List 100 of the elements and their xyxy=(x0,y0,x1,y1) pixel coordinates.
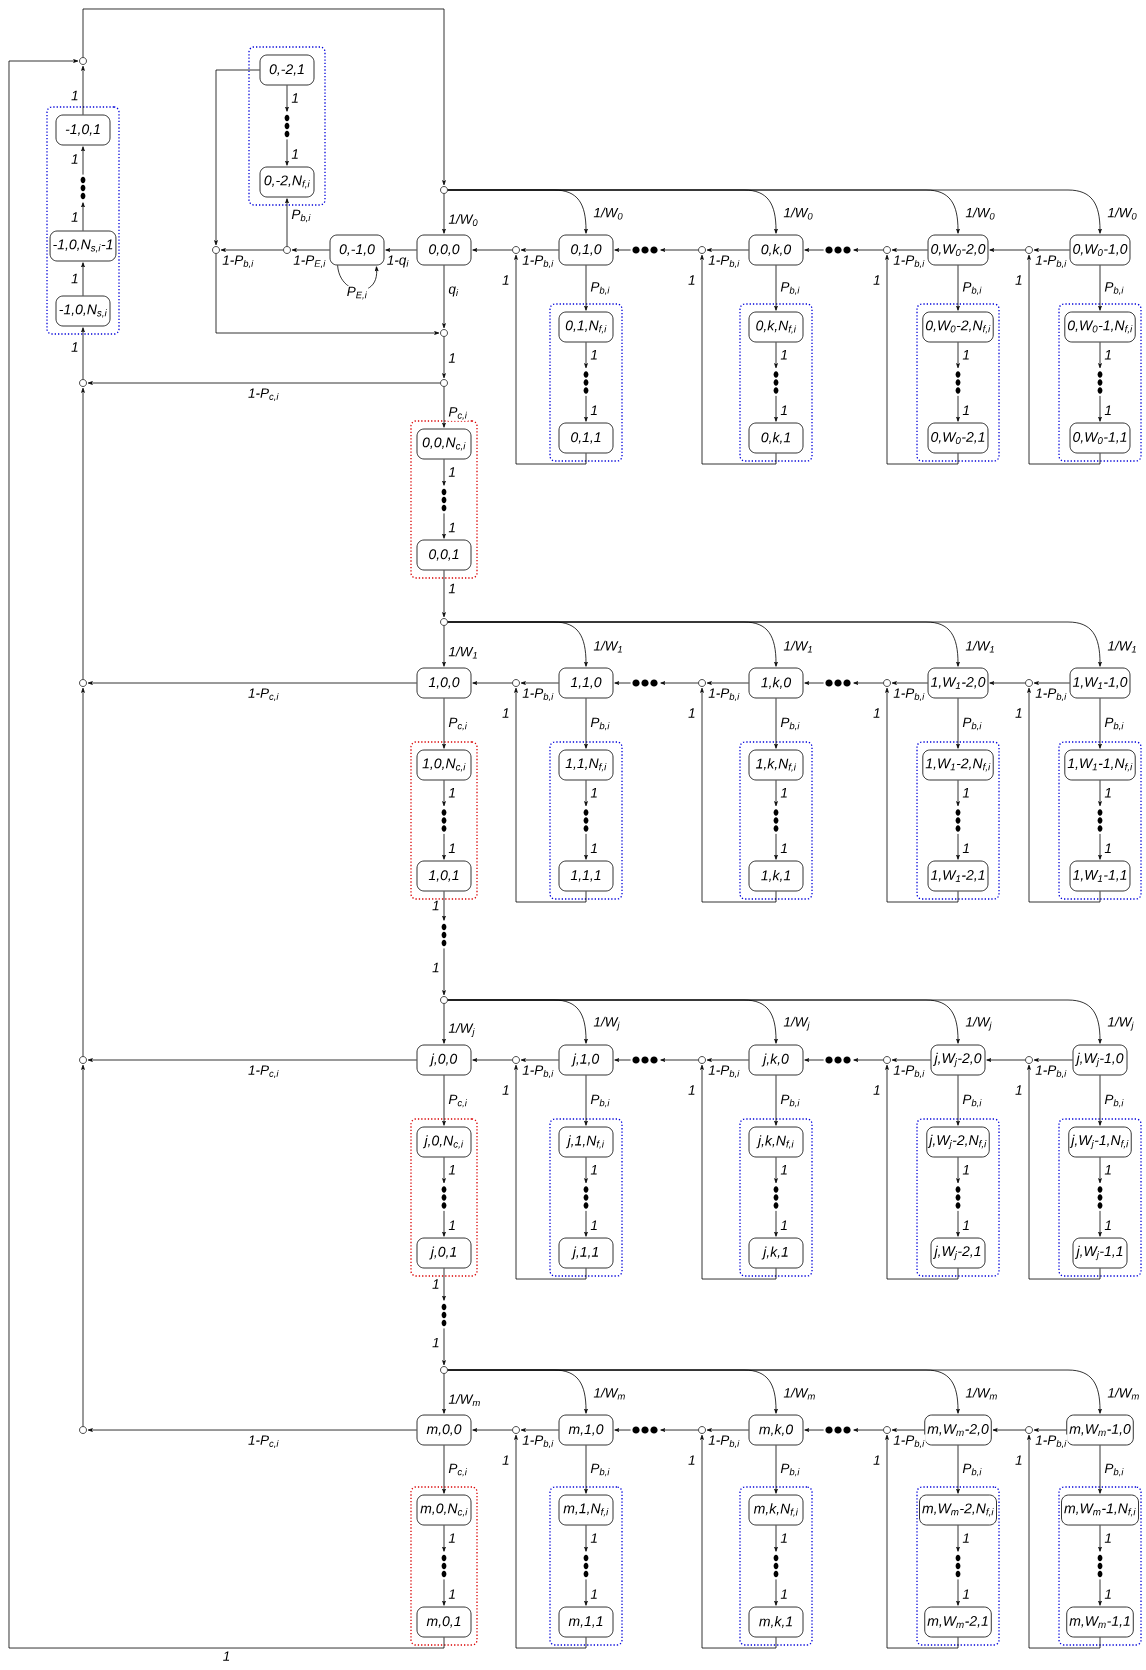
edge-label: P$_{b,i}$ xyxy=(589,1093,611,1109)
arrow xyxy=(1098,698,1102,749)
edge-label: 1 xyxy=(290,92,300,104)
arrow xyxy=(81,387,85,680)
arrow xyxy=(774,1210,778,1237)
state-box: j,W$_{j}$-2,N$_{f,i}$ xyxy=(926,1126,990,1158)
edge-label: 1-P$_{b,i}$ xyxy=(892,687,926,703)
arrow xyxy=(660,1428,699,1432)
arrow xyxy=(614,1058,631,1062)
state-box: 0,k,0 xyxy=(748,234,804,266)
edge-label: 1 xyxy=(687,1454,697,1466)
arrow xyxy=(706,248,749,252)
arrow xyxy=(774,395,778,422)
arrow xyxy=(442,780,446,807)
state-box: 1,0,0 xyxy=(416,667,472,699)
arrow xyxy=(885,687,959,903)
arrow xyxy=(804,681,824,685)
ellipsis-dots xyxy=(773,809,779,832)
state-box: j,0,0 xyxy=(416,1044,472,1076)
edge-label: P$_{b,i}$ xyxy=(961,1093,983,1109)
state-box: 0,W$_{0}$-2,0 xyxy=(927,234,989,266)
edge-label: 1-P$_{c,i}$ xyxy=(247,387,280,403)
ellipsis-dots xyxy=(1097,371,1103,394)
edge-label: 1/W$_{0}$ xyxy=(782,206,815,221)
arrow xyxy=(992,1428,1026,1432)
state-box: 1,W$_{1}$-1,0 xyxy=(1069,667,1131,699)
state-box: 0,0,1 xyxy=(416,539,472,571)
arrow xyxy=(81,146,85,175)
arrow xyxy=(442,948,446,996)
edge-label: 1/W$_{j}$ xyxy=(1106,1015,1135,1032)
arrow xyxy=(81,65,85,115)
edge-label: 1-P$_{b,i}$ xyxy=(1034,1064,1068,1080)
state-box: 0,W$_{0}$-1,N$_{f,i}$ xyxy=(1064,311,1136,343)
ellipsis-dots xyxy=(583,1186,589,1209)
edge-label: P$_{b,i}$ xyxy=(961,281,983,296)
edge-label: 1 xyxy=(779,404,789,416)
arrow xyxy=(584,1579,588,1606)
edge-label: 1 xyxy=(1103,404,1113,416)
arrow xyxy=(774,1525,778,1552)
arrow xyxy=(584,1525,588,1552)
state-box: 1,1,0 xyxy=(558,667,614,699)
edge-label: 1/W$_{1}$ xyxy=(964,639,997,654)
arrow xyxy=(472,248,513,252)
arrow xyxy=(584,1210,588,1237)
arrow xyxy=(1027,254,1101,465)
state-box: 0,0,0 xyxy=(416,234,472,266)
edge-label: 1 xyxy=(1103,1219,1113,1231)
edge-label: 1/W$_{0}$ xyxy=(964,206,997,221)
arrow xyxy=(1098,265,1102,311)
state-box: m,k,N$_{f,i}$ xyxy=(748,1494,804,1526)
arrow xyxy=(87,1058,417,1062)
arrow xyxy=(1098,1579,1102,1606)
state-box: 0,k,N$_{f,i}$ xyxy=(748,311,804,343)
edge-label: 1-q$_{i}$ xyxy=(385,254,410,269)
edge-label: 1-P$_{b,i}$ xyxy=(521,1064,555,1080)
arrow xyxy=(285,198,289,247)
edge-label: P$_{c,i}$ xyxy=(447,1093,469,1109)
arrow xyxy=(442,1268,446,1301)
state-box: m,1,N$_{f,i}$ xyxy=(558,1494,614,1526)
state-box: j,k,1 xyxy=(748,1237,804,1269)
arrow xyxy=(584,780,588,807)
arrow xyxy=(285,85,289,112)
edge-label: 1 xyxy=(779,842,789,854)
state-box: 1,1,1 xyxy=(558,860,614,892)
edge-label: P$_{b,i}$ xyxy=(1103,281,1125,296)
state-box: 0,1,N$_{f,i}$ xyxy=(558,311,614,343)
dotted-frame xyxy=(739,1118,813,1277)
edge-label: 1 xyxy=(70,211,80,223)
arrow xyxy=(442,1075,446,1126)
arrow xyxy=(956,1445,960,1494)
arrow xyxy=(81,1064,85,1427)
edge-label: 1 xyxy=(589,1219,599,1231)
edge-label: 1 xyxy=(501,1084,511,1096)
state-box: 1,0,N$_{c,i}$ xyxy=(416,749,472,781)
ellipsis-dots xyxy=(632,679,658,687)
edge-label: 1-P$_{b,i}$ xyxy=(1034,254,1068,270)
edge-label: 1/W$_{1}$ xyxy=(592,639,625,654)
state-box: j,W$_{j}$-2,0 xyxy=(930,1044,986,1076)
edge-label: 1 xyxy=(447,466,457,478)
state-box: 0,-2,N$_{f,i}$ xyxy=(259,166,315,198)
edge-label: 1 xyxy=(1103,787,1113,799)
state-box: m,W$_{m}$-1,1 xyxy=(1066,1606,1134,1638)
ellipsis-dots xyxy=(632,1426,658,1434)
state-box: 0,W$_{0}$-1,1 xyxy=(1069,422,1131,454)
edge-label: 1 xyxy=(779,1532,789,1544)
state-box: m,0,0 xyxy=(416,1414,472,1446)
ellipsis-dots xyxy=(583,1554,589,1578)
arrow xyxy=(700,254,777,465)
state-box: 0,W$_{0}$-2,N$_{f,i}$ xyxy=(922,311,994,343)
arrow xyxy=(472,1428,513,1432)
edge-label: 1 xyxy=(70,153,80,165)
dotted-frame xyxy=(1058,303,1142,462)
arrow xyxy=(81,687,85,1057)
ellipsis-dots xyxy=(825,1056,851,1064)
edge-label: 1 xyxy=(961,787,971,799)
state-box: 0,1,1 xyxy=(558,422,614,454)
state-box: j,W$_{j}$-1,1 xyxy=(1072,1237,1128,1269)
edge-label: 1 xyxy=(589,787,599,799)
arrow xyxy=(442,193,446,234)
edge-label: 1 xyxy=(589,1532,599,1544)
